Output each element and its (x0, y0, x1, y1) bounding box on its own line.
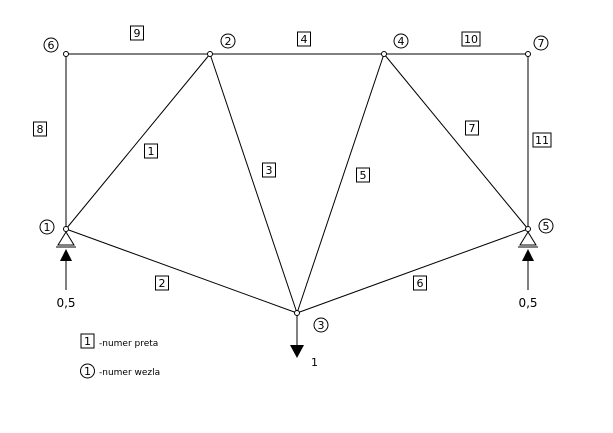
node-joint-5 (525, 226, 531, 232)
legend-member-text: -numer preta (99, 339, 158, 349)
member-label: 6 (417, 277, 424, 290)
pin-support-right (518, 231, 538, 248)
legend: 1 -numer preta 1 -numer wezla (80, 333, 160, 379)
pin-support-left (56, 231, 76, 248)
truss-members: 1 2 3 4 5 6 7 8 9 10 11 (33, 25, 552, 314)
node-label-circle (538, 218, 554, 234)
node-label: 7 (538, 37, 545, 50)
node-label-circle (313, 317, 329, 333)
member-label: 11 (535, 134, 549, 147)
node-label-circle (393, 33, 409, 49)
member-label-box (262, 162, 276, 178)
member-label-box (155, 275, 169, 291)
member-3 (209, 53, 298, 314)
member-2 (65, 228, 298, 314)
node-label-circle (39, 219, 55, 235)
member-label: 3 (266, 164, 273, 177)
member-label: 2 (159, 277, 166, 290)
legend-member-symbol: 1 (84, 335, 91, 348)
member-label: 5 (360, 169, 367, 182)
member-label-box (33, 121, 47, 137)
member-7 (383, 53, 529, 230)
node-joint-3 (294, 310, 300, 316)
node-label: 4 (398, 35, 405, 48)
node-joint-2 (207, 51, 213, 57)
load-arrow-node3 (290, 313, 304, 358)
truss-nodes: 1 2 3 4 5 6 7 (39, 33, 554, 333)
node-label: 2 (225, 35, 232, 48)
member-label-box (532, 132, 552, 148)
supports (56, 231, 538, 248)
member-label-box (297, 31, 311, 47)
member-6 (296, 228, 529, 314)
reaction-right-label: 0,5 (518, 296, 537, 310)
member-1 (65, 53, 211, 230)
node-label-circle (533, 35, 549, 51)
node-label: 5 (543, 220, 550, 233)
member-label: 4 (301, 33, 308, 46)
member-label: 7 (469, 122, 476, 135)
member-label-box (130, 25, 144, 41)
node-joint-6 (63, 51, 69, 57)
reaction-arrow-right (522, 249, 534, 290)
node-label: 3 (318, 319, 325, 332)
member-label-box (144, 143, 158, 159)
member-label-box (465, 120, 479, 136)
node-joint-7 (525, 51, 531, 57)
member-label-box (461, 31, 481, 47)
member-5 (296, 53, 385, 314)
node-label-circle (220, 33, 236, 49)
member-label: 10 (464, 33, 478, 46)
legend-node-circle (80, 363, 95, 379)
node-label-circle (43, 37, 59, 53)
member-label: 9 (134, 27, 141, 40)
reaction-left-label: 0,5 (56, 296, 75, 310)
legend-node-symbol: 1 (84, 365, 91, 378)
node-joint-1 (63, 226, 69, 232)
load-node3-label: 1 (311, 356, 318, 369)
member-label-box (413, 275, 427, 291)
legend-node-text: -numer wezla (99, 368, 160, 378)
node-joint-4 (381, 51, 387, 57)
member-label: 8 (37, 123, 44, 136)
reaction-arrow-left (60, 249, 72, 290)
member-label: 1 (148, 145, 155, 158)
node-label: 6 (48, 39, 55, 52)
legend-member-box (80, 333, 95, 349)
member-label-box (356, 167, 370, 183)
node-label: 1 (44, 221, 51, 234)
